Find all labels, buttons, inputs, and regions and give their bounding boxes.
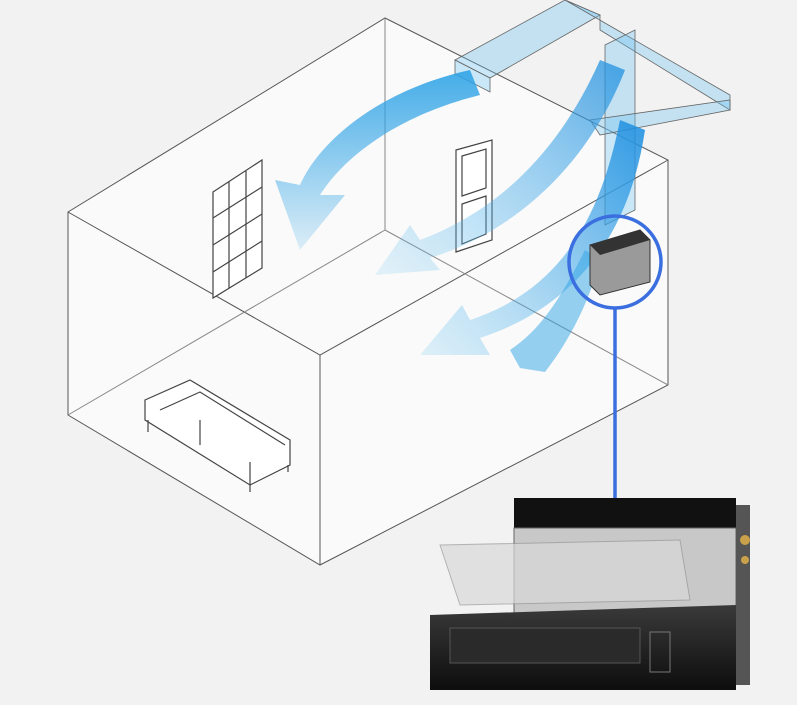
indoor-unit (589, 229, 651, 296)
window (212, 158, 263, 300)
sofa-icon (144, 379, 291, 492)
airflow-arrow (275, 60, 645, 372)
ducted-ac-unit (430, 498, 750, 690)
